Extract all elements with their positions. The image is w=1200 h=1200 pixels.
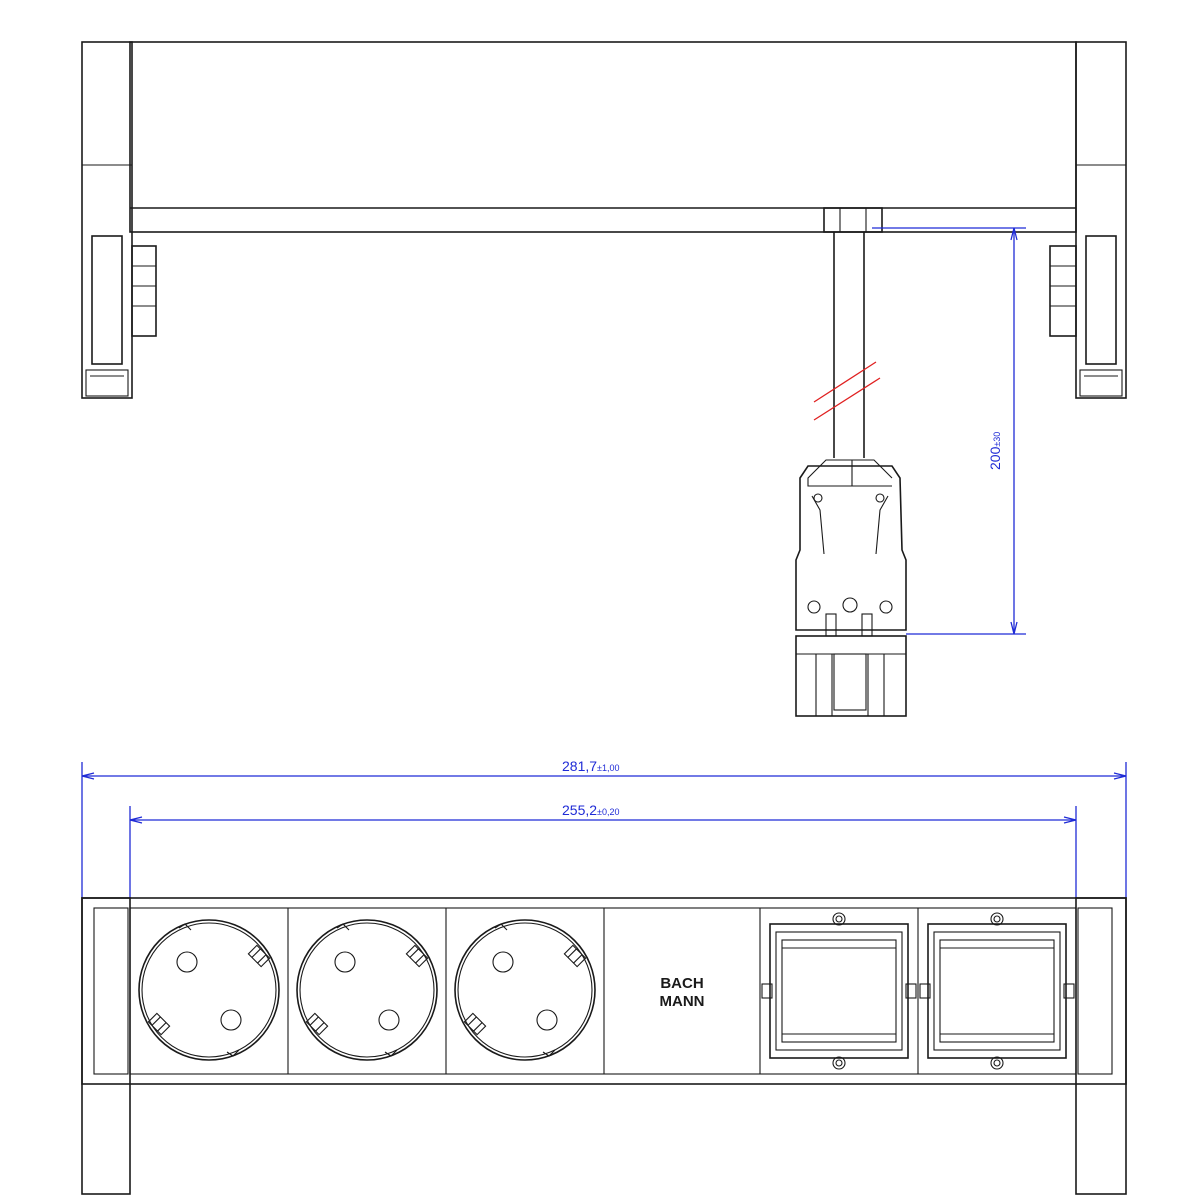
screw-icon bbox=[990, 1056, 1004, 1070]
cable-gland bbox=[823, 207, 883, 233]
connector-plug bbox=[795, 459, 907, 717]
left-end-cap-front bbox=[81, 897, 131, 1195]
earth-clip bbox=[563, 944, 587, 968]
custom-module-frame bbox=[761, 912, 917, 1070]
pin-hole bbox=[176, 951, 198, 973]
schuko-socket bbox=[454, 919, 596, 1061]
earth-clip bbox=[247, 944, 271, 968]
schuko-socket bbox=[138, 919, 280, 1061]
overall-width-label: 281,7±1,00 bbox=[562, 758, 620, 774]
pin-hole bbox=[492, 951, 514, 973]
earth-clip bbox=[405, 944, 429, 968]
brand-logo-line2: MANN bbox=[660, 993, 705, 1010]
earth-clip bbox=[305, 1012, 329, 1036]
pin-hole bbox=[536, 1009, 558, 1031]
pin-hole bbox=[220, 1009, 242, 1031]
pin-hole bbox=[334, 951, 356, 973]
module-dividers bbox=[287, 908, 919, 1074]
cable-length-dimension: 200±30 bbox=[872, 227, 1026, 635]
earth-clip bbox=[463, 1012, 487, 1036]
screw-icon bbox=[813, 493, 823, 503]
screw-icon bbox=[832, 1056, 846, 1070]
inner-width-dimension: 255,2±0,20 bbox=[129, 802, 1077, 898]
pin-hole bbox=[378, 1009, 400, 1031]
top-body bbox=[129, 41, 1077, 233]
socket-group bbox=[138, 919, 596, 1061]
left-end-cap-top bbox=[81, 41, 157, 399]
overall-width-dimension: 281,7±1,00 bbox=[81, 758, 1127, 898]
cable-length-label: 200±30 bbox=[987, 432, 1003, 470]
right-end-cap-front bbox=[1075, 897, 1127, 1195]
screw-icon bbox=[875, 493, 885, 503]
inner-width-label: 255,2±0,20 bbox=[562, 802, 620, 818]
break-mark bbox=[813, 361, 877, 403]
break-mark bbox=[813, 377, 881, 421]
front-view: 281,7±1,00 255,2±0,20 bbox=[81, 758, 1127, 1195]
module-frame-group bbox=[761, 912, 1075, 1070]
top-view: 200±30 bbox=[81, 41, 1127, 717]
cable bbox=[813, 232, 881, 458]
brand-logo-line1: BACH bbox=[660, 975, 703, 992]
screw-icon bbox=[990, 912, 1004, 926]
custom-module-frame bbox=[919, 912, 1075, 1070]
schuko-socket bbox=[296, 919, 438, 1061]
brand-module: BACH MANN bbox=[660, 975, 705, 1010]
right-end-cap-top bbox=[1049, 41, 1127, 399]
screw-icon bbox=[832, 912, 846, 926]
earth-clip bbox=[147, 1012, 171, 1036]
